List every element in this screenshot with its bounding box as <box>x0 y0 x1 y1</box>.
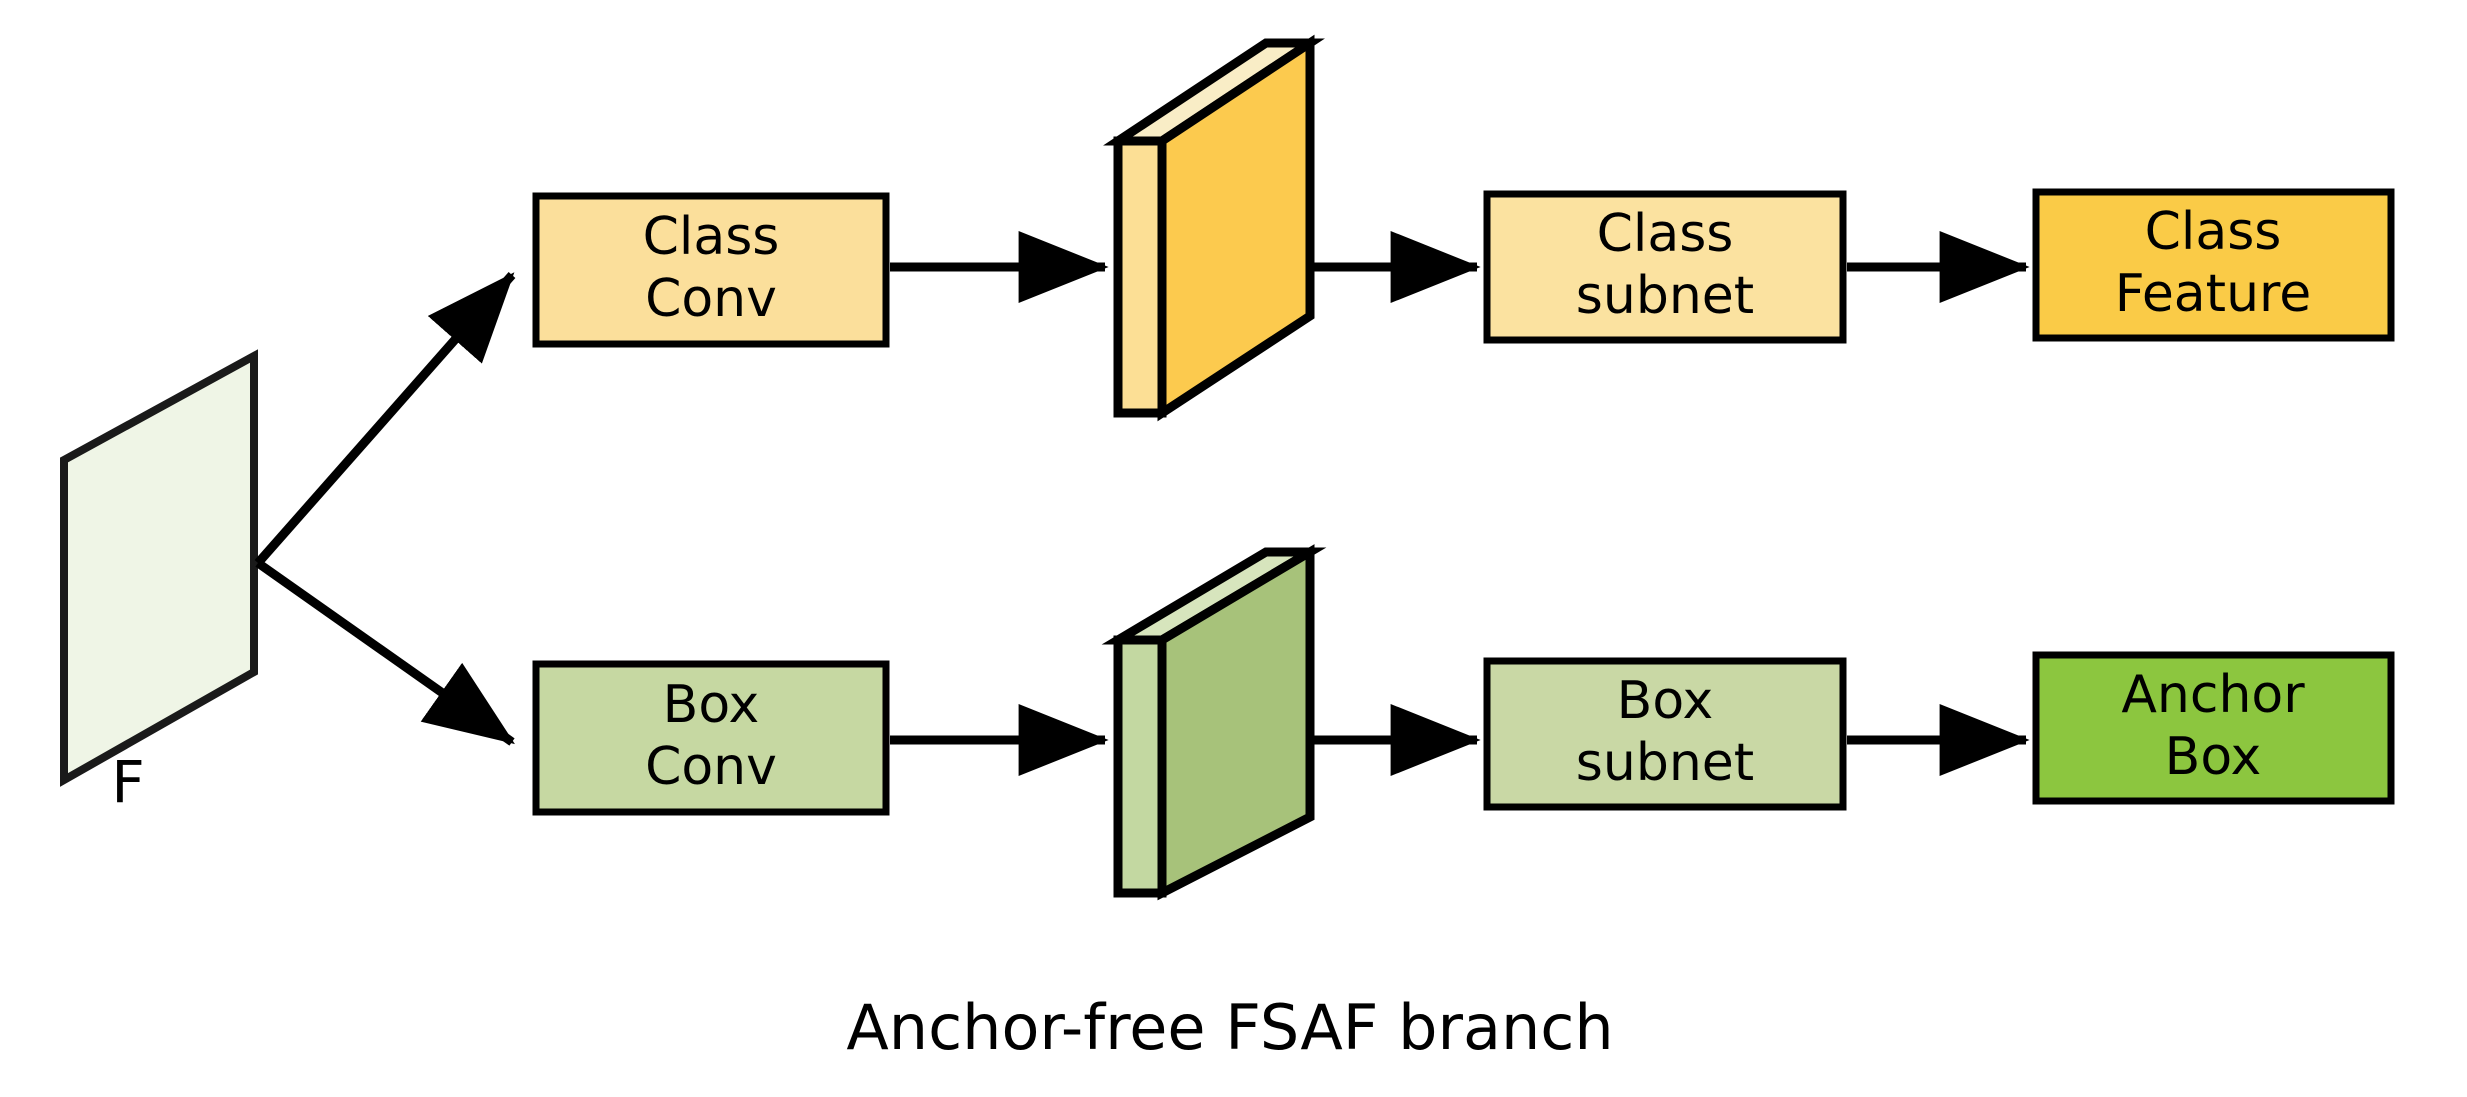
box-subnet-node[interactable]: Box subnet <box>1483 657 1847 811</box>
class-feature-node[interactable]: Class Feature <box>2032 188 2395 342</box>
class-feature-label-line2: Feature <box>2115 264 2312 324</box>
box-feature-map-slab[interactable] <box>1101 544 1327 901</box>
anchor-box-label-line2: Box <box>2165 727 2262 787</box>
split-arrow-to-box-conv <box>255 559 515 746</box>
figure-caption: Anchor-free FSAF branch <box>846 991 1613 1064</box>
box-subnet-label-line1: Box <box>1617 671 1714 731</box>
class-feature-map-slab[interactable] <box>1103 34 1325 422</box>
input-feature-parallelogram <box>60 349 258 787</box>
anchor-box-node[interactable]: Anchor Box <box>2032 651 2395 805</box>
class-conv-node[interactable]: Class Conv <box>532 192 890 348</box>
class-conv-label-line1: Class <box>643 207 780 267</box>
split-arrow-to-class-conv <box>254 272 516 566</box>
input-feature-label: F <box>111 748 144 816</box>
class-subnet-node[interactable]: Class subnet <box>1483 190 1847 344</box>
anchor-box-label-line1: Anchor <box>2121 665 2305 725</box>
class-feature-label-line1: Class <box>2145 202 2282 262</box>
class-subnet-label-line2: subnet <box>1576 266 1754 326</box>
box-conv-node[interactable]: Box Conv <box>532 660 890 816</box>
class-conv-label-line2: Conv <box>645 269 777 329</box>
box-conv-label-line1: Box <box>663 675 760 735</box>
class-subnet-label-line1: Class <box>1597 204 1734 264</box>
box-conv-label-line2: Conv <box>645 737 777 797</box>
box-subnet-label-line2: subnet <box>1576 733 1754 793</box>
